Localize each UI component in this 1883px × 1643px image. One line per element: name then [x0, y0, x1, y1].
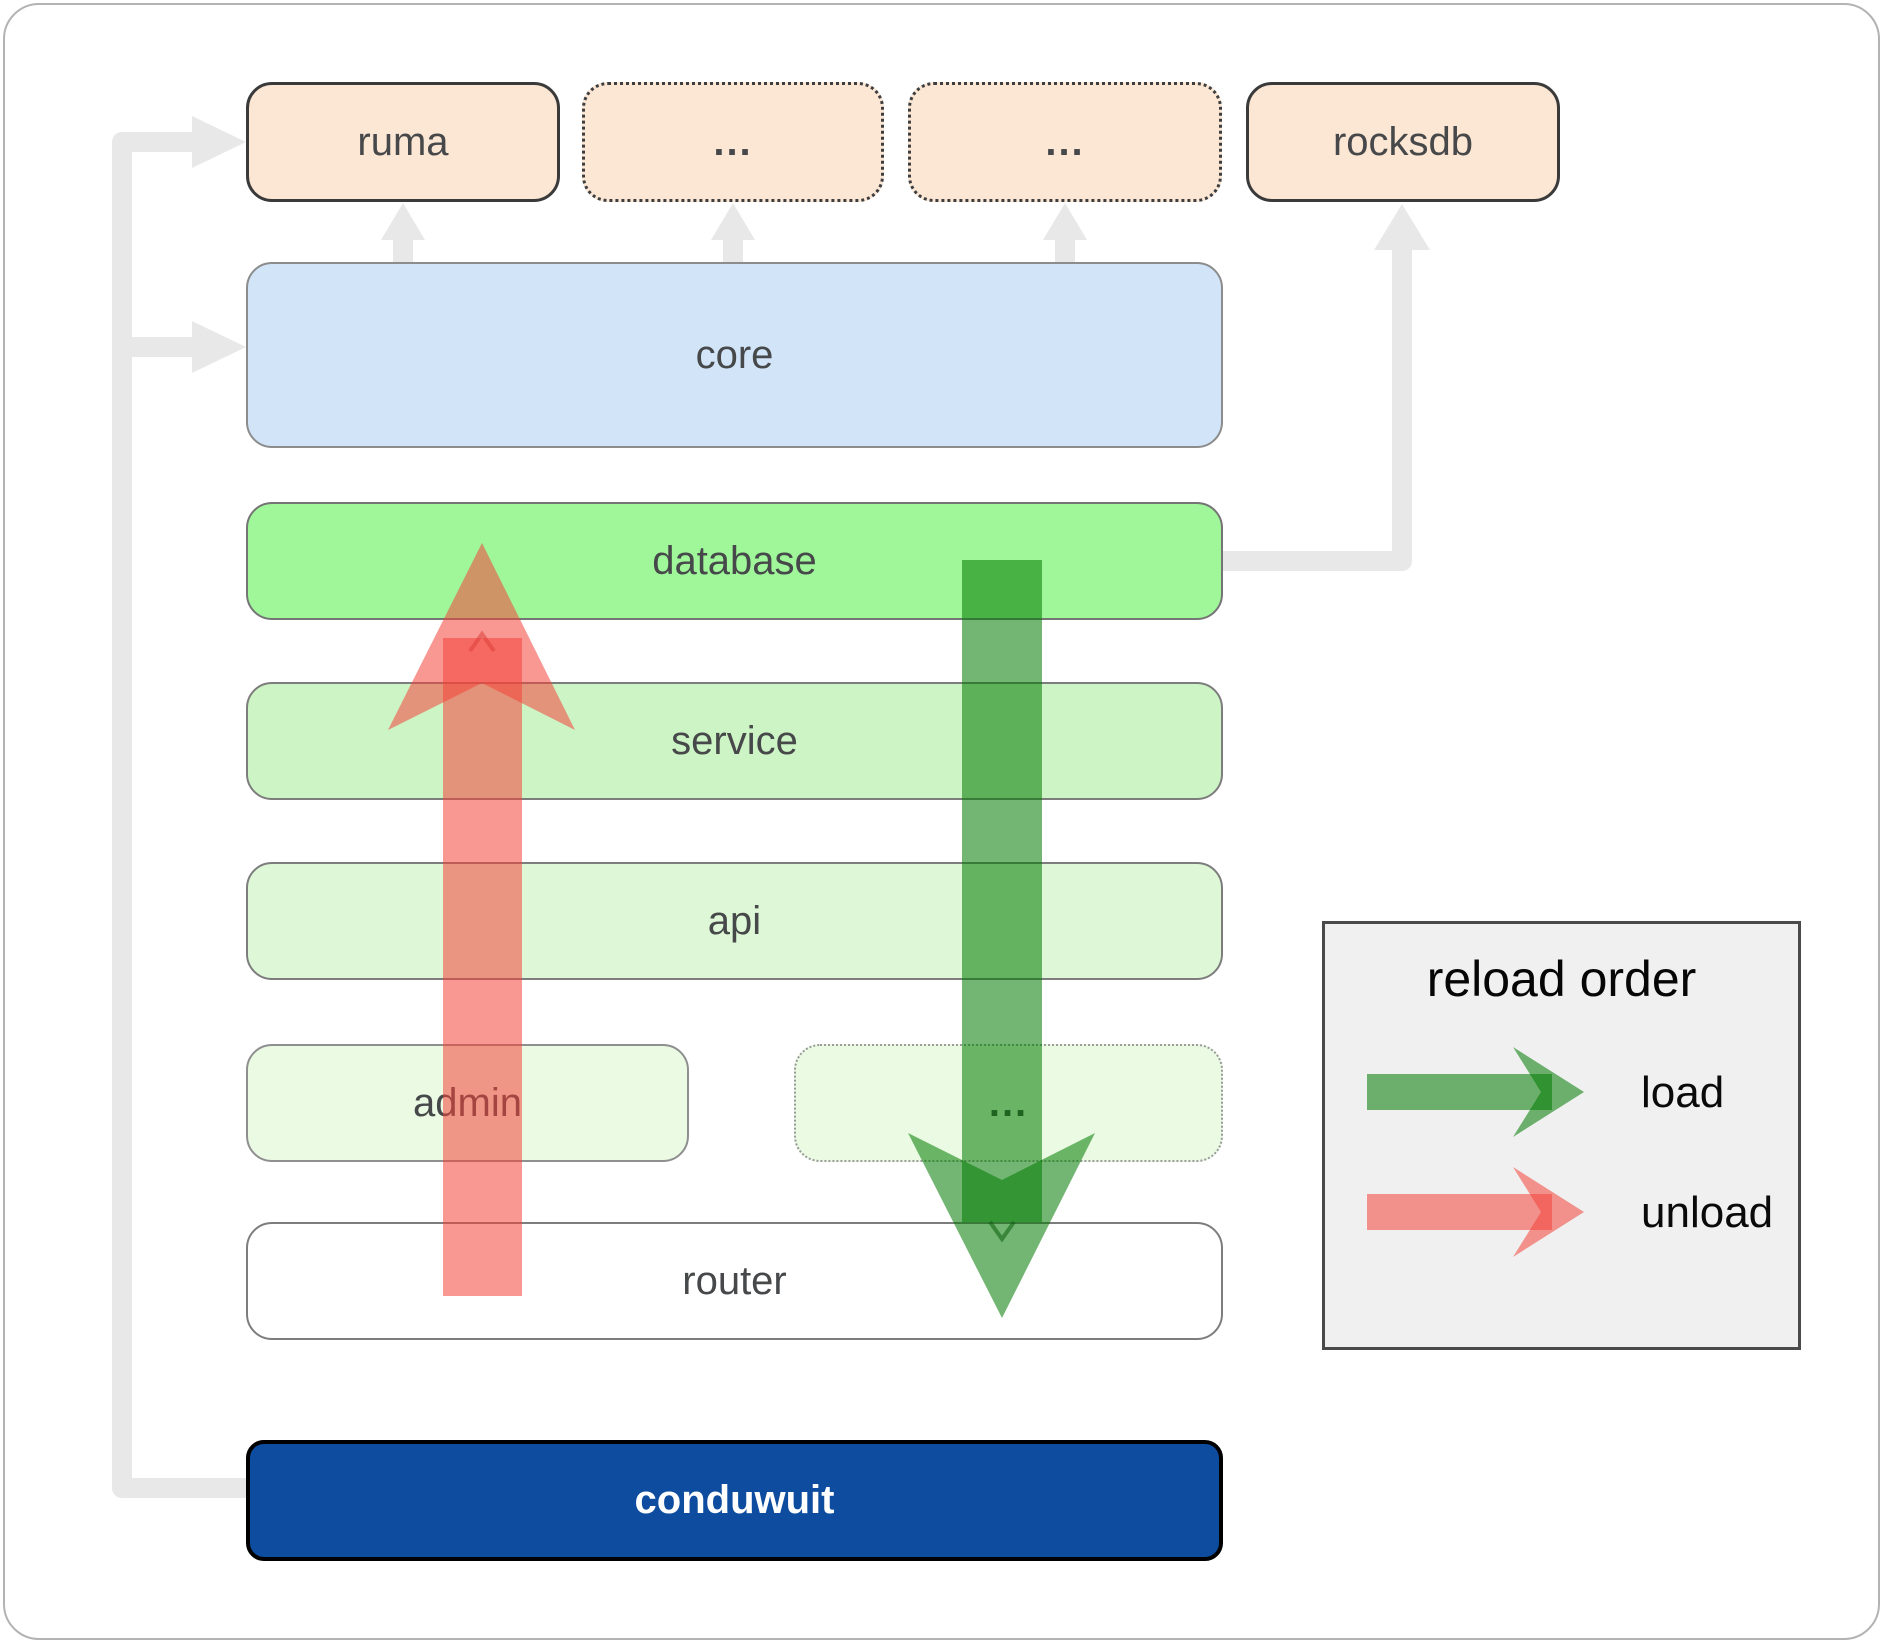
node-service: service [246, 682, 1223, 800]
top-arrowhead-2-icon [711, 203, 755, 240]
node-ellipsis-top-2: ... [908, 82, 1222, 202]
legend-load-label: load [1641, 1068, 1725, 1117]
node-service-label: service [671, 718, 798, 763]
node-database-label: database [652, 538, 817, 583]
node-api: api [246, 862, 1223, 980]
node-database: database [246, 502, 1223, 620]
load-arrow-icon [1367, 1047, 1584, 1137]
legend-title: reload order [1426, 951, 1697, 1007]
legend: reload order load unload [1322, 921, 1801, 1350]
top-arrowhead-3-icon [1043, 203, 1087, 240]
node-router-label: router [682, 1258, 787, 1303]
database-to-rocksdb-line [1222, 250, 1412, 571]
unload-arrow-icon [1367, 1167, 1584, 1257]
node-ruma: ruma [246, 82, 560, 202]
node-rocksdb-label: rocksdb [1332, 119, 1474, 164]
top-arrowhead-1-icon [381, 203, 425, 240]
node-conduwuit: conduwuit [246, 1440, 1223, 1561]
node-ellipsis-mid: ... [794, 1044, 1223, 1162]
legend-unload-label: unload [1641, 1188, 1774, 1237]
node-api-label: api [707, 898, 762, 943]
node-ellipsis-mid-label: ... [988, 1080, 1029, 1125]
node-conduwuit-label: conduwuit [634, 1478, 835, 1522]
node-admin: admin [246, 1044, 689, 1162]
node-core: core [246, 262, 1223, 448]
node-ellipsis-top-1: ... [582, 82, 884, 202]
node-ellipsis-top-1-label: ... [713, 119, 753, 164]
ruma-arrowhead-icon [192, 116, 246, 168]
conduwuit-to-ruma-line [112, 132, 246, 1498]
node-ruma-label: ruma [357, 119, 449, 164]
legend-item-load: load [1367, 1047, 1724, 1139]
node-ellipsis-top-2-label: ... [1045, 119, 1085, 164]
legend-item-unload: unload [1367, 1167, 1773, 1259]
node-router: router [246, 1222, 1223, 1340]
core-arrowhead-icon [192, 321, 246, 373]
node-admin-label: admin [413, 1080, 522, 1125]
rocksdb-arrowhead-icon [1374, 204, 1430, 250]
node-core-label: core [695, 332, 774, 377]
node-rocksdb: rocksdb [1246, 82, 1560, 202]
